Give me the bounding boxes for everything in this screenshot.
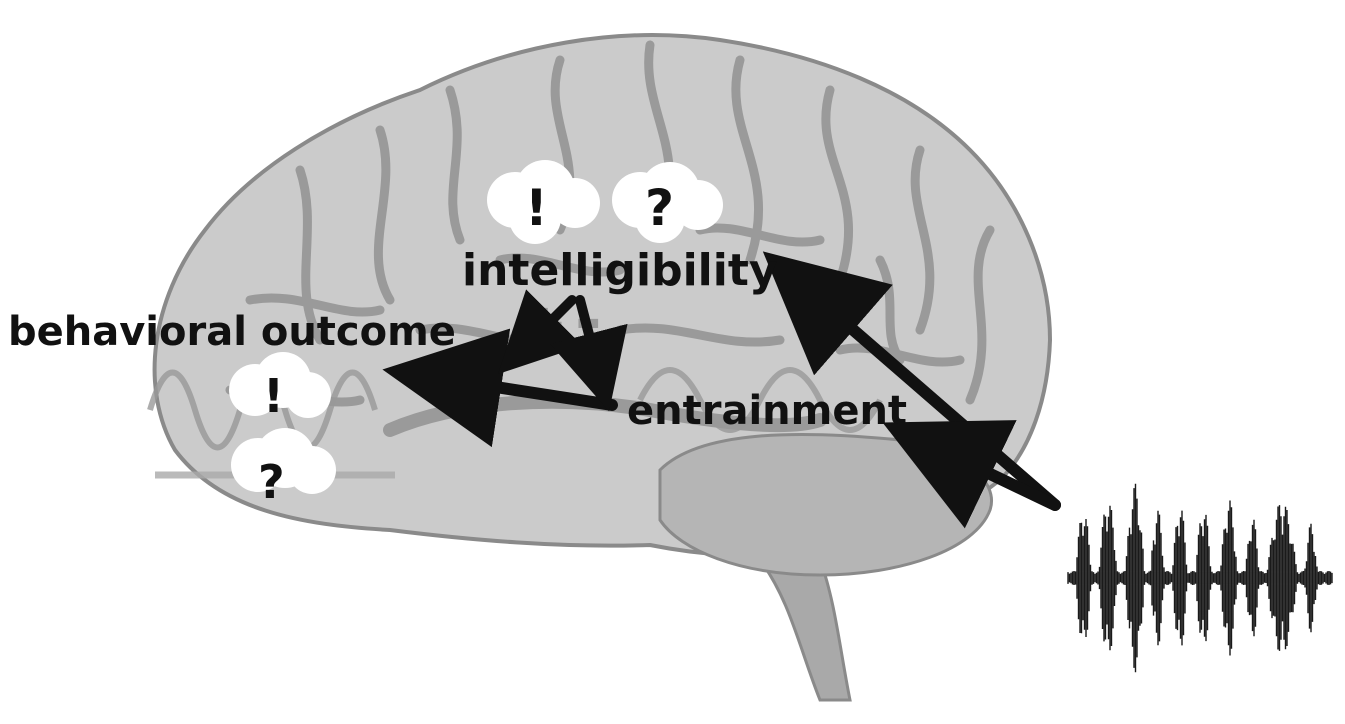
label-intelligibility: intelligibility bbox=[462, 245, 778, 296]
exclamation-mark-top: ! bbox=[525, 179, 548, 237]
question-mark-top: ? bbox=[645, 179, 674, 237]
label-behavioral-outcome: behavioral outcome bbox=[8, 309, 456, 355]
speech-waveform-icon bbox=[1068, 484, 1332, 672]
brainstem bbox=[760, 560, 850, 700]
exclamation-mark-left: ! bbox=[263, 369, 284, 423]
question-mark-left: ? bbox=[258, 455, 285, 509]
waveform-trace bbox=[1068, 484, 1332, 672]
label-entrainment: entrainment bbox=[627, 388, 907, 434]
